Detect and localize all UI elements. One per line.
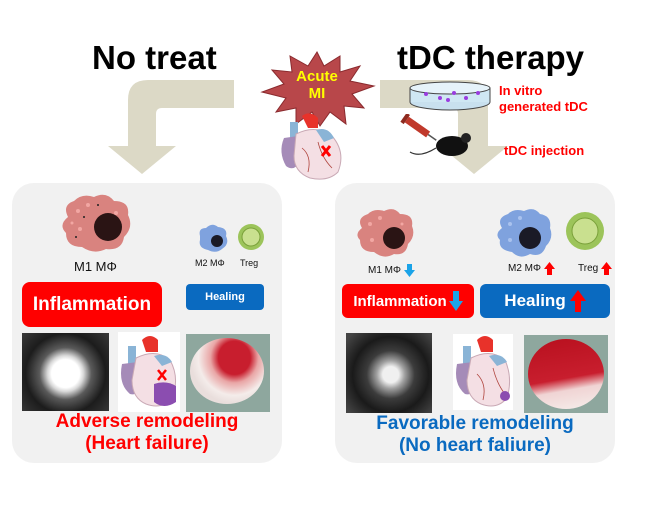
healing-box-left: Healing <box>186 284 264 310</box>
mri-image-favorable <box>346 333 432 413</box>
acute-label: Acute <box>296 68 338 85</box>
m2-label-text-right: M2 MΦ <box>508 263 541 275</box>
favorable-remodeling-label: Favorable remodeling <box>376 413 574 434</box>
petri-dish-icon <box>409 81 491 111</box>
heart-slice-photo-favorable <box>524 335 608 413</box>
heart-slice-photo-adverse <box>186 334 270 412</box>
healing-box-right: Healing <box>480 284 610 318</box>
treg-label-right: Treg <box>578 262 612 275</box>
heart-slice-tissue-favorable <box>528 339 604 409</box>
m1-label-left: M1 MΦ <box>74 259 117 274</box>
no-heart-failure-label: (No heart faliure) <box>398 435 552 456</box>
acute-mi-label: Acute MI <box>288 68 346 102</box>
heart-infarct-diagram-left <box>118 332 180 412</box>
treg-increase-arrow-icon <box>600 262 612 275</box>
treg-label-text-right: Treg <box>578 263 599 275</box>
m1-macrophage-icon <box>62 194 131 252</box>
generated-tdc-label: generated tDC <box>499 99 588 114</box>
m2-increase-arrow-icon <box>543 262 555 275</box>
m2-macrophage-icon-right <box>497 209 552 257</box>
m2-label-right: M2 MΦ <box>508 262 555 275</box>
m1-label-text-right: M1 MΦ <box>368 265 401 277</box>
adverse-remodeling-label: Adverse remodeling <box>55 411 239 432</box>
m1-label-right: M1 MΦ <box>368 264 415 277</box>
inflammation-decrease-arrow-icon <box>448 291 463 311</box>
m2-macrophage-icon <box>199 224 228 252</box>
in-vitro-label: In vitro <box>499 83 543 98</box>
treg-cell-icon <box>238 224 264 250</box>
favorable-remodeling-outcome: Favorable remodeling (No heart faliure) <box>335 413 615 457</box>
healing-label-right: Healing <box>504 291 566 310</box>
title-no-treat: No treat <box>92 39 217 76</box>
acute-mi-burst-icon <box>260 50 376 127</box>
heart-healthy-diagram-right <box>453 334 513 410</box>
heart-slice-tissue-adverse <box>190 338 264 404</box>
syringe-mouse-icon <box>400 114 471 156</box>
mri-image-adverse <box>22 333 109 411</box>
inflammation-label-left: Inflammation <box>32 293 152 315</box>
m2-label-left: M2 MΦ <box>195 258 225 268</box>
in-vitro-tdc-label: In vitro generated tDC <box>499 83 588 115</box>
inflammation-box-right: Inflammation <box>342 284 474 318</box>
inflammation-box-left: Inflammation <box>22 282 162 327</box>
m1-decrease-arrow-icon <box>403 264 415 277</box>
adverse-remodeling-outcome: Adverse remodeling (Heart failure) <box>12 411 282 455</box>
mi-label: MI <box>308 85 326 102</box>
heart-failure-label: (Heart failure) <box>85 433 209 454</box>
tdc-injection-label: tDC injection <box>504 143 585 158</box>
title-tdc-therapy: tDC therapy <box>397 39 585 76</box>
healing-increase-arrow-icon <box>569 290 586 312</box>
arrow-to-no-treat <box>108 80 234 174</box>
m1-macrophage-icon-right <box>357 209 414 257</box>
treg-cell-icon-right <box>566 212 604 250</box>
infarcted-heart-icon <box>281 113 342 180</box>
inflammation-label-right: Inflammation <box>353 292 447 310</box>
healing-label-left: Healing <box>205 291 245 303</box>
treg-label-left: Treg <box>240 258 259 268</box>
